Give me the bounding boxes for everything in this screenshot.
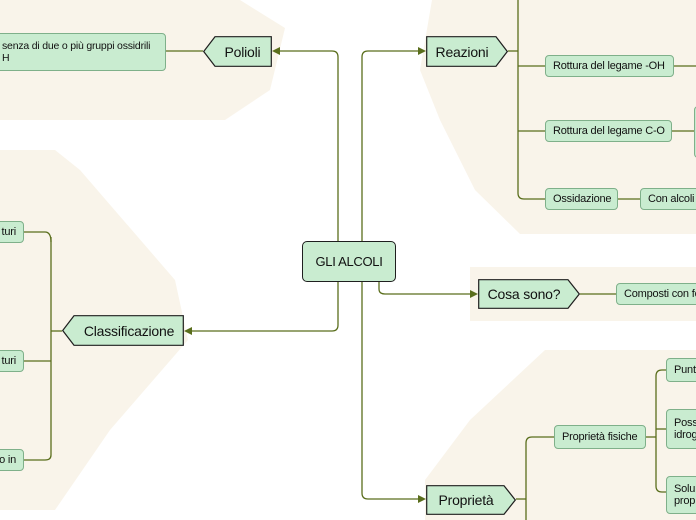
proprieta-possibilita-node[interactable]: Poss idrog bbox=[666, 409, 696, 449]
classificazione-child-2-label: turi bbox=[1, 355, 17, 367]
topic-polioli[interactable]: Polioli bbox=[203, 36, 272, 67]
proprieta-fisiche-node[interactable]: Proprietà fisiche bbox=[554, 425, 646, 449]
topic-reazioni[interactable]: Reazioni bbox=[426, 36, 508, 67]
reazioni-rottura-oh-node[interactable]: Rottura del legame -OH bbox=[545, 55, 674, 77]
classificazione-child-1-label: turi bbox=[1, 226, 17, 238]
proprieta-punti-label: Punt bbox=[674, 364, 696, 376]
classificazione-child-3[interactable]: o in bbox=[0, 449, 24, 471]
reazioni-rottura-co-node[interactable]: Rottura del legame C-O bbox=[545, 120, 672, 142]
proprieta-solubilita-label: Solu prop bbox=[674, 483, 696, 507]
proprieta-solubilita-node[interactable]: Solu prop bbox=[666, 476, 696, 514]
polioli-detail-node[interactable]: senza di due o più gruppi ossidrili H bbox=[0, 33, 166, 71]
cosa-sono-detail-node[interactable]: Composti con fo bbox=[616, 283, 696, 305]
reazioni-ossidazione-label: Ossidazione bbox=[553, 193, 612, 205]
classificazione-child-3-label: o in bbox=[0, 454, 16, 466]
topic-cosa-sono[interactable]: Cosa sono? bbox=[478, 279, 580, 309]
proprieta-punti-node[interactable]: Punt bbox=[666, 358, 696, 382]
reazioni-ossidazione-node[interactable]: Ossidazione bbox=[545, 188, 618, 210]
central-topic-label: GLI ALCOLI bbox=[315, 254, 383, 269]
proprieta-possibilita-label: Poss idrog bbox=[674, 417, 696, 441]
central-topic[interactable]: GLI ALCOLI bbox=[302, 241, 396, 282]
cosa-sono-detail-label: Composti con fo bbox=[624, 288, 696, 300]
topic-cosa-sono-label: Cosa sono? bbox=[487, 286, 561, 302]
ossidazione-child-label: Con alcoli bbox=[648, 193, 695, 205]
classificazione-child-1[interactable]: turi bbox=[0, 221, 24, 243]
ossidazione-child-node[interactable]: Con alcoli bbox=[640, 188, 696, 210]
topic-proprieta[interactable]: Proprietà bbox=[426, 485, 516, 515]
topic-classificazione[interactable]: Classificazione bbox=[62, 315, 184, 346]
reazioni-rottura-co-label: Rottura del legame C-O bbox=[553, 125, 665, 137]
topic-reazioni-label: Reazioni bbox=[435, 43, 489, 60]
topic-proprieta-label: Proprietà bbox=[438, 492, 494, 508]
topic-polioli-label: Polioli bbox=[224, 43, 261, 60]
polioli-detail-text: senza di due o più gruppi ossidrili H bbox=[2, 40, 151, 64]
reazioni-rottura-oh-label: Rottura del legame -OH bbox=[553, 60, 665, 72]
proprieta-fisiche-label: Proprietà fisiche bbox=[562, 431, 638, 443]
classificazione-child-2[interactable]: turi bbox=[0, 350, 24, 372]
topic-classificazione-label: Classificazione bbox=[83, 322, 175, 339]
